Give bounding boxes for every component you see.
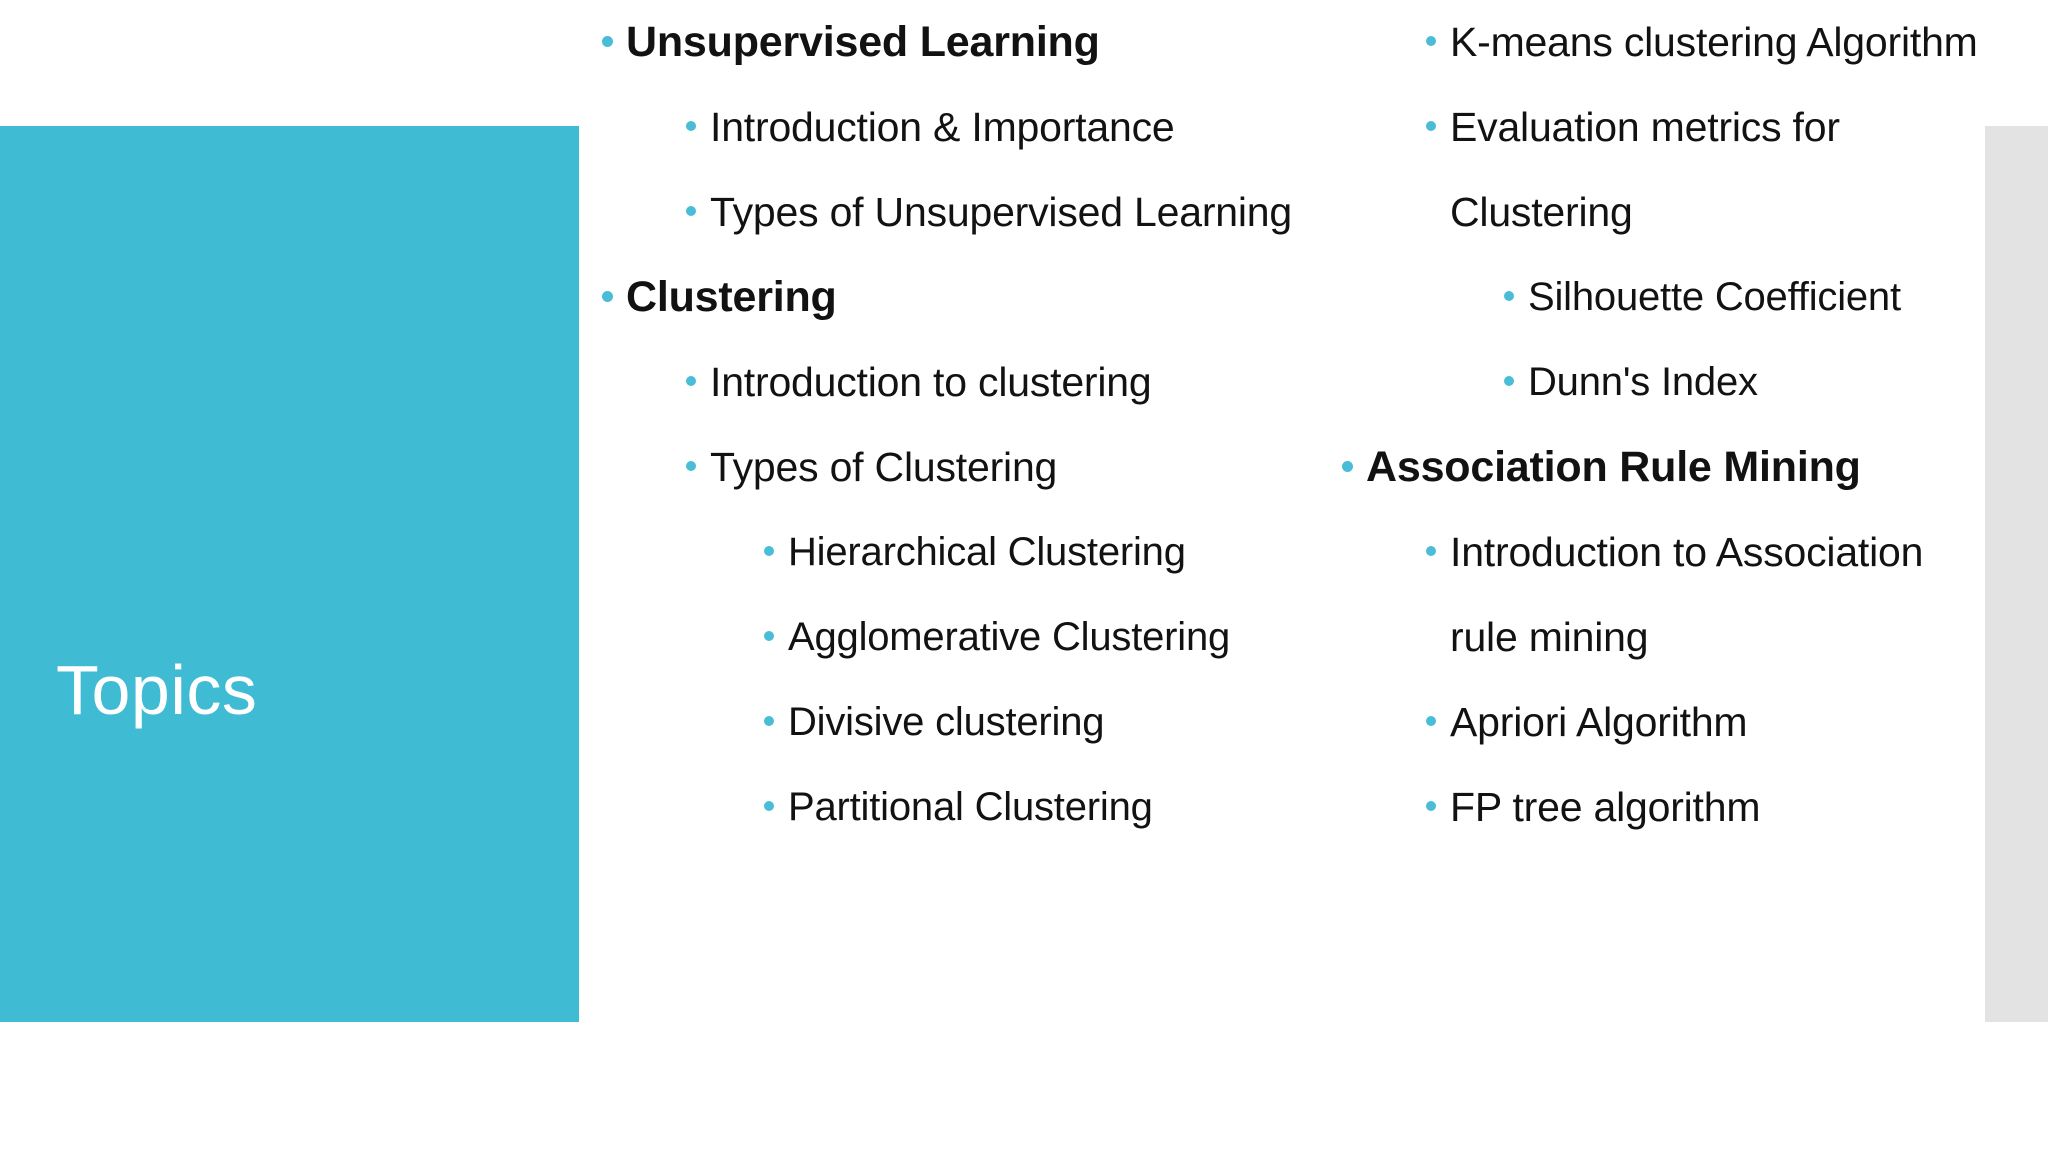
bullet-item-l3: Dunn's Index (1500, 340, 1998, 425)
bullet-text: Partitional Clustering (788, 785, 1153, 829)
bullet-text: Apriori Algorithm (1450, 699, 1748, 745)
bullet-dot-icon (1426, 801, 1436, 811)
bullet-text: Clustering (626, 273, 837, 321)
bullet-text: Unsupervised Learning (626, 18, 1100, 66)
bullet-dot-icon (764, 546, 774, 556)
bullet-item-l2: Introduction to clustering (682, 340, 1298, 425)
bullet-text: Introduction to clustering (710, 359, 1152, 405)
bullet-dot-icon (602, 36, 613, 47)
bullet-text: Evaluation metrics for Clustering (1450, 104, 1840, 235)
bullet-dot-icon (1426, 36, 1436, 46)
bullet-item-l3: Divisive clustering (760, 680, 1298, 765)
bullet-dot-icon (764, 631, 774, 641)
bullet-text: K-means clustering Algorithm (1450, 19, 1978, 65)
bullet-dot-icon (686, 461, 696, 471)
bullet-item-l2: Types of Unsupervised Learning (682, 170, 1298, 255)
bullet-text: Hierarchical Clustering (788, 530, 1186, 574)
bullet-text: Introduction to Association rule mining (1450, 529, 1924, 660)
bullet-dot-icon (686, 206, 696, 216)
bullet-item-l3: Silhouette Coefficient (1500, 255, 1998, 340)
bullet-dot-icon (686, 121, 696, 131)
bullet-dot-icon (1342, 461, 1353, 472)
bullet-item-l1: Association Rule Mining (1338, 425, 1998, 510)
bullet-item-l2: Types of Clustering (682, 425, 1298, 510)
bullet-dot-icon (1426, 121, 1436, 131)
title-block: Topics (0, 126, 579, 1022)
bullet-text: FP tree algorithm (1450, 784, 1761, 830)
bullet-dot-icon (1504, 291, 1514, 301)
page-title: Topics (56, 651, 258, 729)
bullet-item-l2: Introduction & Importance (682, 85, 1298, 170)
bullet-item-l3: Hierarchical Clustering (760, 510, 1298, 595)
bullet-item-l2: K-means clustering Algorithm (1422, 0, 1998, 85)
bullet-text: Silhouette Coefficient (1528, 275, 1901, 319)
bullet-text: Agglomerative Clustering (788, 615, 1231, 659)
bullet-item-l3: Partitional Clustering (760, 765, 1298, 850)
bullet-dot-icon (1504, 376, 1514, 386)
bullet-dot-icon (1426, 716, 1436, 726)
bullet-dot-icon (602, 291, 613, 302)
bullet-item-l2: FP tree algorithm (1422, 765, 1998, 850)
bullet-item-l2: Evaluation metrics for Clustering (1422, 85, 1998, 255)
bullet-item-l2: Apriori Algorithm (1422, 680, 1998, 765)
bullet-text: Divisive clustering (788, 700, 1105, 744)
bullet-item-l1: Clustering (598, 255, 1298, 340)
bullet-item-l3: Agglomerative Clustering (760, 595, 1298, 680)
bullet-text: Types of Unsupervised Learning (710, 189, 1293, 235)
bullet-item-l2: Introduction to Association rule mining (1422, 510, 1998, 680)
bullet-item-l1: Unsupervised Learning (598, 0, 1298, 85)
bullet-dot-icon (686, 376, 696, 386)
bullet-dot-icon (764, 801, 774, 811)
bullet-text: Types of Clustering (710, 444, 1058, 490)
bullet-dot-icon (1426, 546, 1436, 556)
bullet-dot-icon (764, 716, 774, 726)
right-accent-strip (1985, 126, 2048, 1022)
bullet-text: Dunn's Index (1528, 360, 1758, 404)
bullet-text: Association Rule Mining (1366, 443, 1861, 491)
bullet-text: Introduction & Importance (710, 104, 1175, 150)
